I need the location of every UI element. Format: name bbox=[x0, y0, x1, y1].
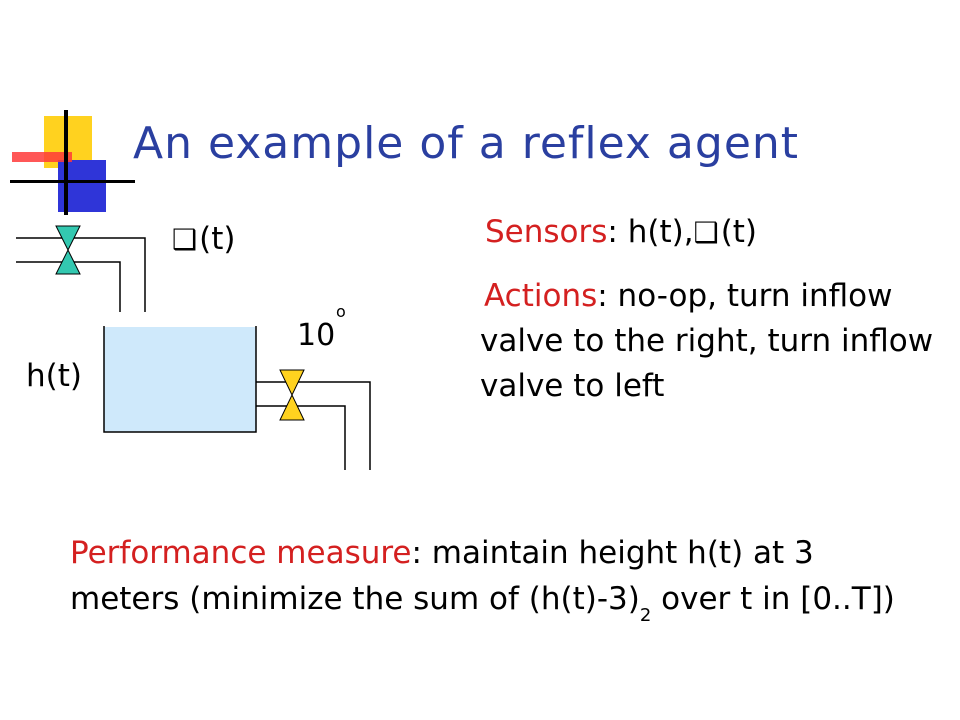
logo-vertical-line bbox=[64, 110, 68, 215]
temperature-value: 10 bbox=[297, 318, 336, 353]
degree-symbol: o bbox=[336, 302, 346, 321]
outflow-valve-icon[interactable] bbox=[279, 369, 305, 421]
outflow-pipe-top bbox=[256, 381, 371, 470]
logo-red-bar bbox=[12, 152, 72, 162]
performance-keyword: Performance measure bbox=[70, 535, 412, 571]
logo-horizontal-line bbox=[10, 180, 135, 183]
actions-keyword: Actions bbox=[484, 278, 598, 314]
slide-logo bbox=[10, 110, 135, 215]
performance-text-1: : maintain height h(t) at 3 meters (mini… bbox=[70, 535, 814, 617]
sensors-text-2: (t) bbox=[720, 214, 758, 250]
sensors-line: Sensors: h(t),❑(t) bbox=[485, 214, 757, 250]
sensors-keyword: Sensors bbox=[485, 214, 608, 250]
water-tank bbox=[103, 326, 257, 433]
inflow-pipe-top bbox=[16, 237, 146, 312]
inflow-pipe-bottom bbox=[16, 261, 121, 312]
theta-label-text: (t) bbox=[199, 221, 236, 257]
height-label: h(t) bbox=[26, 358, 82, 394]
performance-text-2: over t in [0..T]) bbox=[651, 581, 895, 617]
tank-water bbox=[104, 327, 256, 432]
sensors-text: : h(t), bbox=[607, 214, 694, 250]
theta-label: ❑(t) bbox=[172, 221, 235, 257]
theta-box-icon: ❑ bbox=[693, 216, 719, 249]
outflow-pipe-bottom bbox=[256, 405, 346, 470]
performance-exponent: 2 bbox=[639, 605, 652, 626]
actions-text: : no-op, turn inflow valve to the right,… bbox=[480, 278, 934, 404]
slide-title: An example of a reflex agent bbox=[133, 118, 800, 169]
actions-paragraph: Actions: no-op, turn inflow valve to the… bbox=[480, 274, 950, 409]
theta-box-icon: ❑ bbox=[172, 223, 198, 256]
inflow-valve-icon[interactable] bbox=[55, 225, 81, 275]
performance-paragraph: Performance measure: maintain height h(t… bbox=[70, 530, 930, 639]
